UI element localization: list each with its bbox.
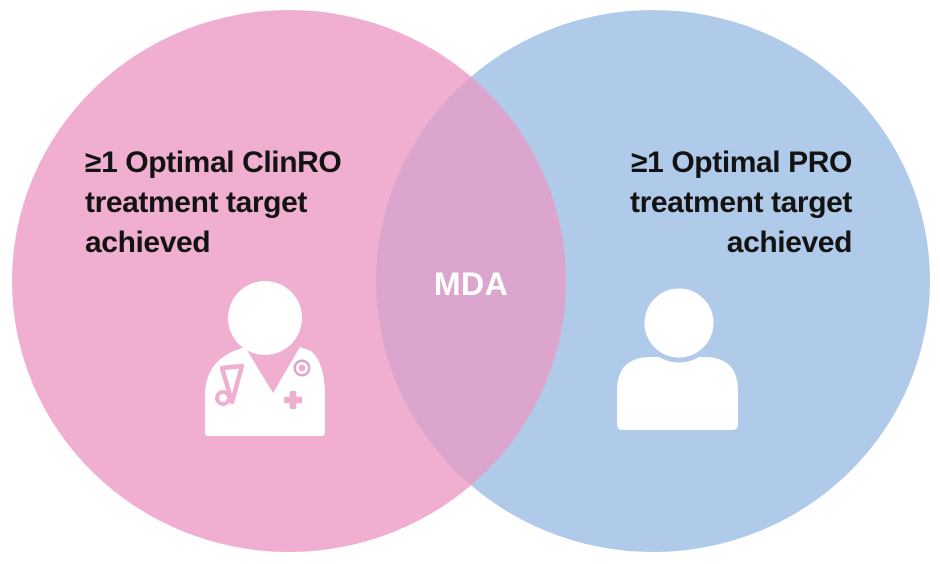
medical-cross-icon-vertical	[289, 391, 297, 409]
person-icon	[617, 283, 738, 430]
overlap-label: MDA	[433, 266, 509, 302]
doctor-icon	[205, 281, 325, 436]
stethoscope-chestpiece	[215, 390, 231, 406]
label-line: ≥1 Optimal ClinRO	[85, 146, 342, 179]
label-line: achieved	[726, 226, 853, 259]
person-body	[617, 357, 738, 430]
stethoscope-icon	[219, 363, 245, 405]
person-head	[639, 283, 719, 363]
left-circle-label: ≥1 Optimal ClinRO treatment target achie…	[85, 143, 415, 263]
lapel-ring-hole	[298, 364, 306, 372]
label-line: ≥1 Optimal PRO	[631, 146, 852, 179]
label-line: achieved	[85, 226, 211, 259]
label-line: treatment target	[85, 186, 307, 219]
doctor-head	[228, 281, 302, 355]
overlap-region	[376, 10, 566, 552]
right-circle-label: ≥1 Optimal PRO treatment target achieved	[532, 143, 852, 263]
label-line: treatment target	[630, 186, 852, 219]
